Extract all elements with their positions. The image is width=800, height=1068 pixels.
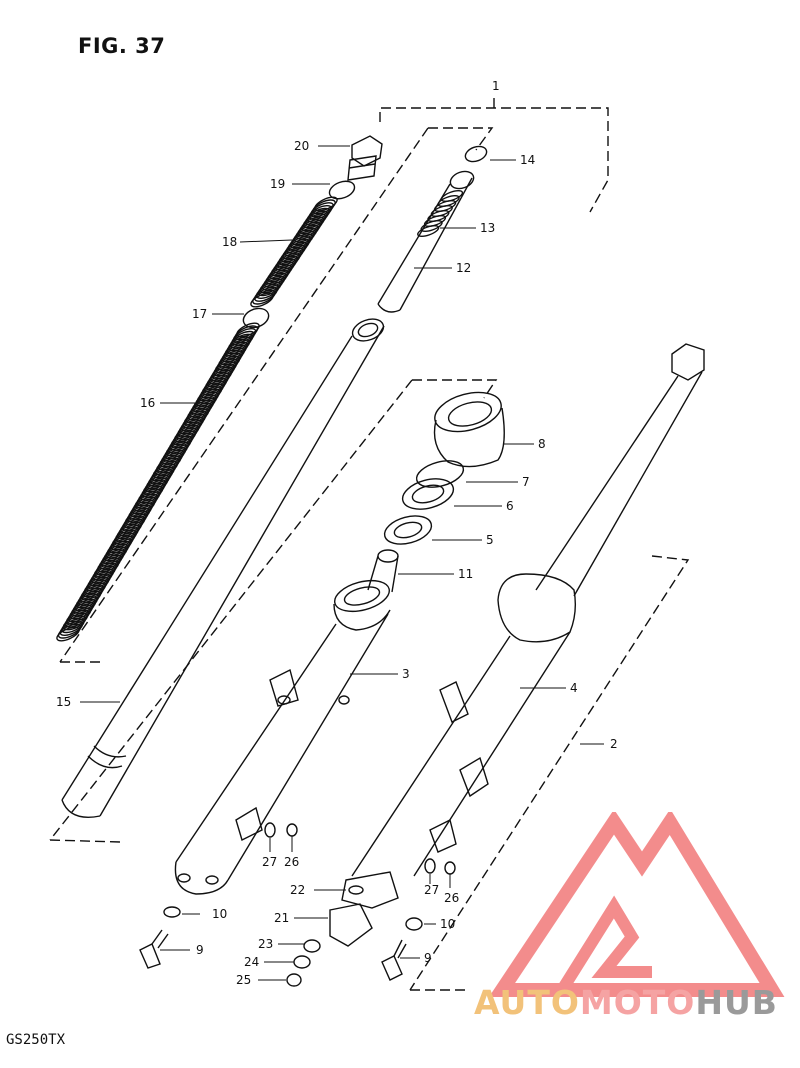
callout-21: 21 (274, 911, 289, 925)
figure-title: FIG. 37 (78, 34, 166, 58)
washer-6 (401, 478, 455, 510)
callout-27-right: 27 (424, 883, 439, 897)
cap-bolt (347, 135, 383, 181)
o-ring-19 (328, 180, 356, 200)
model-code: GS250TX (6, 1032, 66, 1048)
inner-tube-right (535, 343, 705, 597)
spring-upper (250, 196, 338, 308)
spring-coil (254, 286, 278, 302)
watermark-auto: AUTO (474, 983, 580, 1022)
callout-24: 24 (244, 955, 259, 969)
watermark-text: AUTOMOTOHUB (474, 983, 778, 1022)
callout-14: 14 (520, 153, 535, 167)
callout-23: 23 (258, 937, 273, 951)
spring-lower (56, 322, 260, 642)
callout-16: 16 (140, 396, 155, 410)
bracket-left-outer (49, 379, 498, 843)
spring-coil (56, 626, 80, 642)
outer-tube-left (174, 579, 391, 895)
spring-coil (250, 292, 274, 308)
damper-rod (377, 170, 475, 313)
callout-20: 20 (294, 139, 309, 153)
callout-9-right: 9 (424, 951, 432, 965)
hardware-left (139, 822, 298, 969)
rod-ring (417, 224, 440, 238)
bracket-inner-tube (59, 127, 494, 663)
bracket-2 (409, 555, 690, 991)
watermark-moto: MOTO (579, 983, 696, 1022)
callout-12: 12 (456, 261, 471, 275)
callout-26-left: 26 (284, 855, 299, 869)
callout-10-right: 10 (440, 917, 455, 931)
callout-1: 1 (492, 79, 500, 93)
spring-coil (57, 623, 82, 639)
automotohub-logo-icon (488, 812, 785, 997)
dust-boot (433, 391, 505, 468)
outer-tube-right (329, 573, 577, 947)
callout-9-left: 9 (196, 943, 204, 957)
damper-cylinder (367, 549, 399, 593)
callout-18: 18 (222, 235, 237, 249)
callout-2: 2 (610, 737, 618, 751)
callout-13: 13 (480, 221, 495, 235)
watermark-hub: HUB (695, 983, 778, 1022)
bracket-1 (379, 96, 609, 213)
oil-seal-5 (383, 515, 433, 545)
callout-15: 15 (56, 695, 71, 709)
callout-5: 5 (486, 533, 494, 547)
callout-17: 17 (192, 307, 207, 321)
callout-27-left: 27 (262, 855, 277, 869)
callout-7: 7 (522, 475, 530, 489)
callout-8: 8 (538, 437, 546, 451)
callout-19: 19 (270, 177, 285, 191)
callout-25: 25 (236, 973, 251, 987)
spring-coil (252, 289, 276, 305)
leader-lines (80, 145, 604, 981)
callout-11: 11 (458, 567, 473, 581)
callout-labels: 1 2 3 4 5 6 7 8 9 9 10 10 11 12 13 14 15… (56, 79, 618, 987)
inner-tube-15 (61, 318, 385, 818)
callout-26-right: 26 (444, 891, 459, 905)
callout-22: 22 (290, 883, 305, 897)
callout-6: 6 (506, 499, 514, 513)
callout-3: 3 (402, 667, 410, 681)
callout-4: 4 (570, 681, 578, 695)
clip-7 (415, 460, 465, 488)
ring-14 (464, 145, 488, 163)
callout-10-left: 10 (212, 907, 227, 921)
